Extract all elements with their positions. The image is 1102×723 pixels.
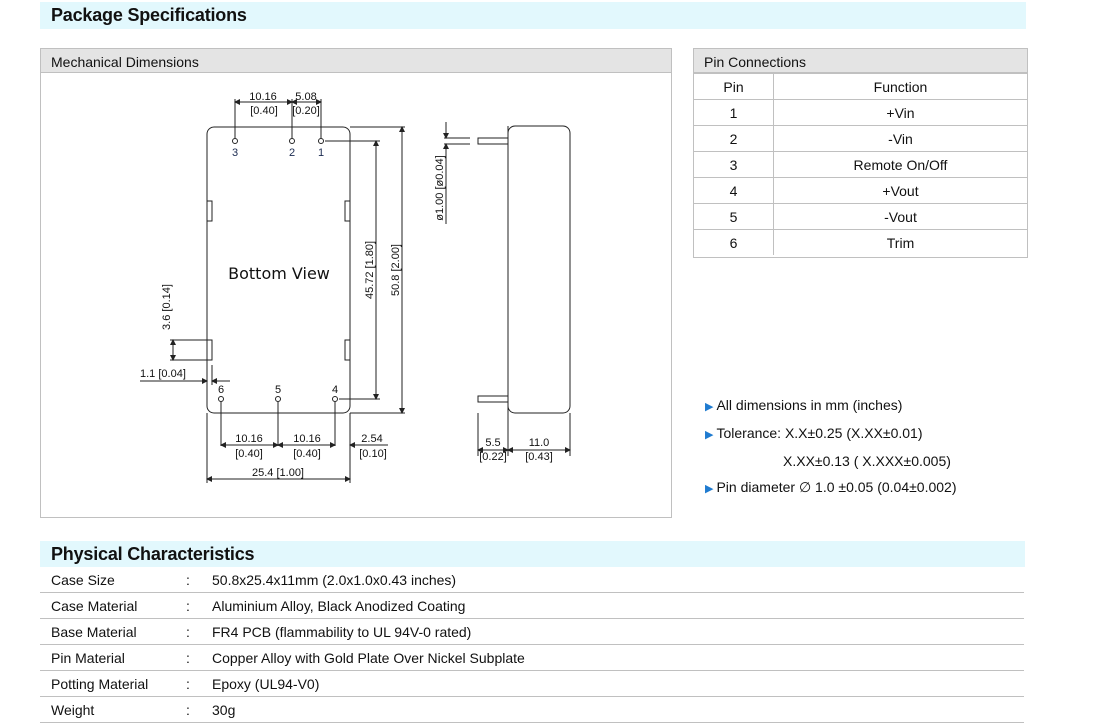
spec-value: 50.8x25.4x11mm (2.0x1.0x0.43 inches) [212, 572, 457, 588]
triangle-bullet-icon: ▶ [705, 401, 714, 413]
package-specs-title: Package Specifications [51, 5, 247, 25]
table-row: 4+Vout [694, 177, 1027, 204]
pin-number: 6 [694, 229, 774, 255]
table-row: 1+Vin [694, 99, 1027, 126]
spec-row: Pin Material: Copper Alloy with Gold Plat… [40, 645, 1024, 671]
pin-number: 4 [694, 177, 774, 204]
spec-separator: : [186, 598, 190, 614]
spec-row: Case Material: Aluminium Alloy, Black Ano… [40, 593, 1024, 619]
physical-characteristics-header-bar [40, 541, 1025, 567]
pin-function: -Vin [773, 125, 1027, 152]
spec-value: Copper Alloy with Gold Plate Over Nickel… [212, 650, 525, 666]
spec-value: Aluminium Alloy, Black Anodized Coating [212, 598, 466, 614]
triangle-bullet-icon: ▶ [705, 483, 714, 495]
spec-separator: : [186, 572, 190, 588]
mechanical-dimensions-title: Mechanical Dimensions [41, 49, 671, 73]
triangle-bullet-icon: ▶ [705, 429, 714, 441]
pin-number: 2 [694, 125, 774, 152]
spec-row: Weight: 30g [40, 697, 1024, 723]
note-item: ▶Tolerance: X.X±0.25 (X.XX±0.01) [705, 425, 923, 441]
spec-row: Case Size: 50.8x25.4x11mm (2.0x1.0x0.43 i… [40, 567, 1024, 593]
spec-separator: : [186, 624, 190, 640]
pin-function: Trim [773, 229, 1027, 255]
spec-separator: : [186, 676, 190, 692]
note-item-continuation: X.XX±0.13 ( X.XXX±0.005) [783, 453, 951, 469]
table-row: 5-Vout [694, 203, 1027, 230]
pin-connections-panel: Pin Connections Pin Function 1+Vin 2-Vin… [693, 48, 1028, 258]
spec-row: Potting Material: Epoxy (UL94-V0) [40, 671, 1024, 697]
note-item: ▶All dimensions in mm (inches) [705, 397, 903, 413]
pin-number: 1 [694, 99, 774, 126]
spec-value: Epoxy (UL94-V0) [212, 676, 320, 692]
header-function: Function [773, 73, 1027, 100]
table-row: 2-Vin [694, 125, 1027, 152]
spec-value: 30g [212, 702, 236, 718]
dimension-notes: ▶All dimensions in mm (inches) ▶Toleranc… [705, 392, 957, 502]
spec-label: Case Size [51, 572, 115, 588]
spec-label: Case Material [51, 598, 138, 614]
spec-row: Base Material: FR4 PCB (flammability to U… [40, 619, 1024, 645]
spec-label: Potting Material [51, 676, 149, 692]
pin-function: +Vout [773, 177, 1027, 204]
spec-separator: : [186, 650, 190, 666]
physical-characteristics-title: Physical Characteristics [51, 544, 255, 564]
spec-label: Base Material [51, 624, 137, 640]
spec-label: Pin Material [51, 650, 125, 666]
pin-function: +Vin [773, 99, 1027, 126]
pin-number: 3 [694, 151, 774, 178]
pin-function: Remote On/Off [773, 151, 1027, 178]
spec-separator: : [186, 702, 190, 718]
pin-number: 5 [694, 203, 774, 230]
table-header-row: Pin Function [694, 73, 1027, 100]
pin-connections-title: Pin Connections [694, 49, 1027, 73]
package-specs-header-bar [40, 2, 1026, 29]
mechanical-dimensions-panel: Mechanical Dimensions [40, 48, 672, 518]
note-item: ▶Pin diameter ∅ 1.0 ±0.05 (0.04±0.002) [705, 479, 957, 495]
header-pin: Pin [694, 73, 774, 100]
spec-value: FR4 PCB (flammability to UL 94V-0 rated) [212, 624, 472, 640]
pin-function: -Vout [773, 203, 1027, 230]
spec-label: Weight [51, 702, 95, 718]
physical-characteristics-list: Case Size: 50.8x25.4x11mm (2.0x1.0x0.43 i… [40, 567, 1024, 723]
